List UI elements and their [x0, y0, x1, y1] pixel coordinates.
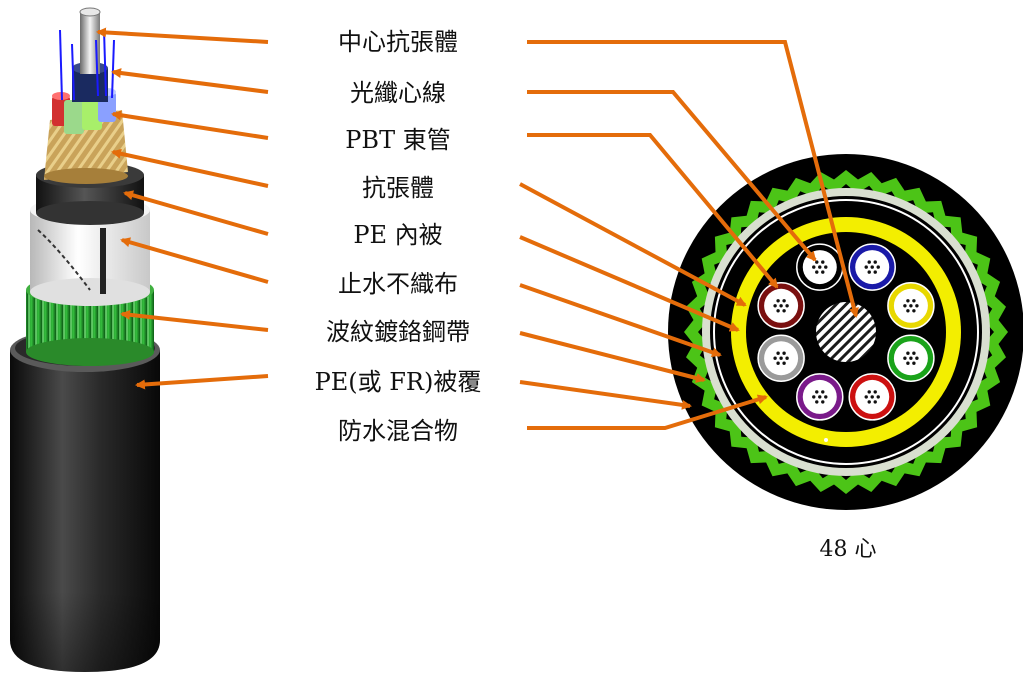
- outer-jacket: [10, 328, 160, 672]
- fiber-dot: [912, 351, 916, 355]
- fiber-dot: [915, 356, 919, 360]
- fiber-dot: [867, 400, 871, 404]
- fiber-dot: [821, 390, 825, 394]
- fiber-dot: [776, 351, 780, 355]
- fiber-dot: [821, 400, 825, 404]
- fiber-dot: [870, 265, 874, 269]
- fiber-dot: [906, 299, 910, 303]
- fiber-dot: [815, 400, 819, 404]
- fiber-dot: [867, 260, 871, 264]
- arrow-left-inner-sheath: [123, 190, 269, 236]
- fiber-dot: [864, 395, 868, 399]
- fiber-dot: [812, 395, 816, 399]
- arrow-right-pbt: [527, 133, 779, 289]
- arrow-left-pbt: [111, 110, 269, 140]
- arrow-left-jacket: [135, 374, 269, 390]
- fiber-dot: [912, 361, 916, 365]
- arrow-right-strength: [519, 182, 747, 307]
- arrow-right-jacket: [519, 380, 692, 410]
- arrow-right-central: [527, 40, 859, 318]
- label-corrugated-steel-tape: 波紋鍍鉻鋼帶: [326, 318, 470, 346]
- fiber-dot: [906, 309, 910, 313]
- fiber-dot: [776, 299, 780, 303]
- inner-thin-ring: [713, 199, 979, 465]
- label-pe-fr-jacket: PE(或 FR)被覆: [315, 368, 482, 396]
- fiber-dot: [779, 304, 783, 308]
- cable-cutaway: [10, 7, 160, 672]
- fiber-dot: [909, 356, 913, 360]
- arrow-left-steel-tape: [120, 309, 269, 332]
- fiber-dot: [870, 395, 874, 399]
- fiber-dot: [915, 304, 919, 308]
- arrow-right-fiber: [527, 90, 817, 262]
- fiber-dot: [782, 361, 786, 365]
- label-water-blocking-tape: 止水不織布: [338, 270, 458, 298]
- fiber-dot: [912, 299, 916, 303]
- fiber-dot: [821, 260, 825, 264]
- fiber-dot: [906, 361, 910, 365]
- fiber-dot: [867, 390, 871, 394]
- arrow-left-strength: [111, 148, 269, 188]
- leader-lines: [96, 27, 859, 430]
- fiber-dot: [906, 351, 910, 355]
- fiber-dot: [782, 309, 786, 313]
- fiber-dot: [785, 304, 789, 308]
- fiber-dot: [815, 390, 819, 394]
- fiber-dot: [818, 265, 822, 269]
- fiber-dot: [867, 270, 871, 274]
- fiber-dot: [864, 265, 868, 269]
- label-fiber-core: 光纖心線: [350, 79, 446, 107]
- arrow-right-water-blocking: [519, 283, 722, 358]
- fiber-dot: [779, 356, 783, 360]
- fiber-dot: [815, 270, 819, 274]
- label-waterproof-compound: 防水混合物: [338, 417, 458, 445]
- fiber-dot: [812, 265, 816, 269]
- labels: 中心抗張體 光纖心線 PBT 東管 抗張體 PE 內被 止水不織布 波紋鍍鉻鋼帶…: [315, 28, 877, 562]
- fiber-dot: [815, 260, 819, 264]
- fiber-count-caption: 48 心: [820, 537, 877, 562]
- fiber-dot: [773, 304, 777, 308]
- arrow-left-water-blocking: [120, 237, 269, 284]
- fiber-dot: [776, 309, 780, 313]
- fiber-dot: [824, 395, 828, 399]
- fiber-dot: [782, 299, 786, 303]
- arrow-right-inner-sheath: [519, 235, 740, 332]
- cable-cross-section: [668, 154, 1023, 510]
- fiber-dot: [912, 309, 916, 313]
- fiber-dot: [776, 361, 780, 365]
- fiber-dot: [873, 400, 877, 404]
- label-pe-inner-sheath: PE 內被: [353, 221, 442, 249]
- label-central-strength-member: 中心抗張體: [338, 28, 458, 56]
- fiber-dot: [782, 351, 786, 355]
- fiber-dot: [909, 304, 913, 308]
- arrow-right-steel-tape: [519, 331, 706, 383]
- fiber-dot: [876, 395, 880, 399]
- fiber-dot: [824, 265, 828, 269]
- tube-group: [757, 243, 935, 421]
- fiber-dot: [818, 395, 822, 399]
- label-strength-member: 抗張體: [362, 174, 434, 202]
- fiber-dot: [903, 356, 907, 360]
- label-pbt-tube: PBT 東管: [345, 126, 450, 154]
- fiber-dot: [821, 270, 825, 274]
- fiber-dot: [773, 356, 777, 360]
- fiber-dot: [785, 356, 789, 360]
- fiber-dot: [873, 390, 877, 394]
- central-rod-hatched: [816, 302, 876, 362]
- fiber-dot: [873, 260, 877, 264]
- arrow-left-fiber: [111, 68, 269, 94]
- central-rod: [79, 7, 101, 74]
- fiber-dot: [876, 265, 880, 269]
- fiber-dot: [903, 304, 907, 308]
- arrow-right-compound: [527, 394, 768, 430]
- ripcord: [824, 438, 828, 442]
- arrow-left-central: [96, 27, 269, 44]
- fiber-dot: [873, 270, 877, 274]
